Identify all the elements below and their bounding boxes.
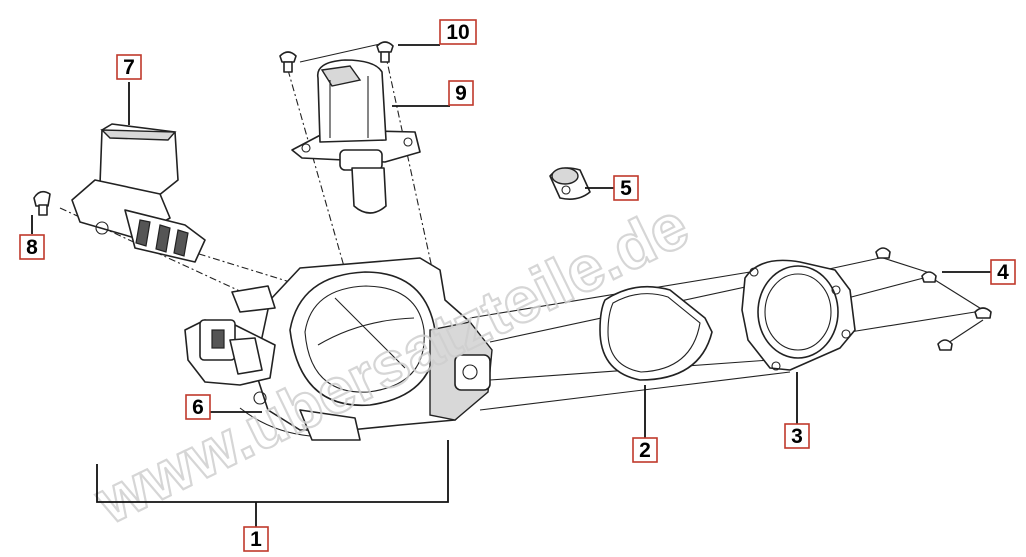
callouts: 1 2 3 4 5 6 xyxy=(19,19,1016,552)
callout-9: 9 xyxy=(448,80,474,106)
svg-text:8: 8 xyxy=(26,236,38,259)
flange-gasket-part-3 xyxy=(741,259,856,371)
callout-2: 2 xyxy=(632,437,658,463)
sleeve-part-5 xyxy=(549,167,591,200)
svg-text:2: 2 xyxy=(639,439,651,462)
screw-part-8 xyxy=(33,190,51,216)
throttle-body-part-1 xyxy=(231,257,493,441)
callout-3: 3 xyxy=(784,423,810,449)
screws-part-10 xyxy=(279,41,394,73)
svg-text:3: 3 xyxy=(791,425,803,448)
map-sensor-part-7 xyxy=(71,123,206,263)
o-ring-part-2 xyxy=(599,285,713,381)
svg-text:6: 6 xyxy=(192,396,204,419)
callout-1: 1 xyxy=(243,526,269,552)
tps-sensor-part-6 xyxy=(184,319,276,386)
screws-part-4 xyxy=(875,247,992,351)
callout-5: 5 xyxy=(613,175,639,201)
callout-8: 8 xyxy=(19,234,45,260)
svg-text:9: 9 xyxy=(455,82,467,105)
callout-7: 7 xyxy=(116,54,142,80)
idle-control-motor-part-9 xyxy=(291,59,421,214)
svg-text:5: 5 xyxy=(620,177,632,200)
svg-text:4: 4 xyxy=(997,261,1009,284)
svg-text:1: 1 xyxy=(250,528,262,551)
callout-4: 4 xyxy=(990,259,1016,285)
svg-text:7: 7 xyxy=(123,56,135,79)
svg-text:10: 10 xyxy=(446,21,469,44)
callout-6: 6 xyxy=(185,394,211,420)
callout-10: 10 xyxy=(439,19,477,45)
